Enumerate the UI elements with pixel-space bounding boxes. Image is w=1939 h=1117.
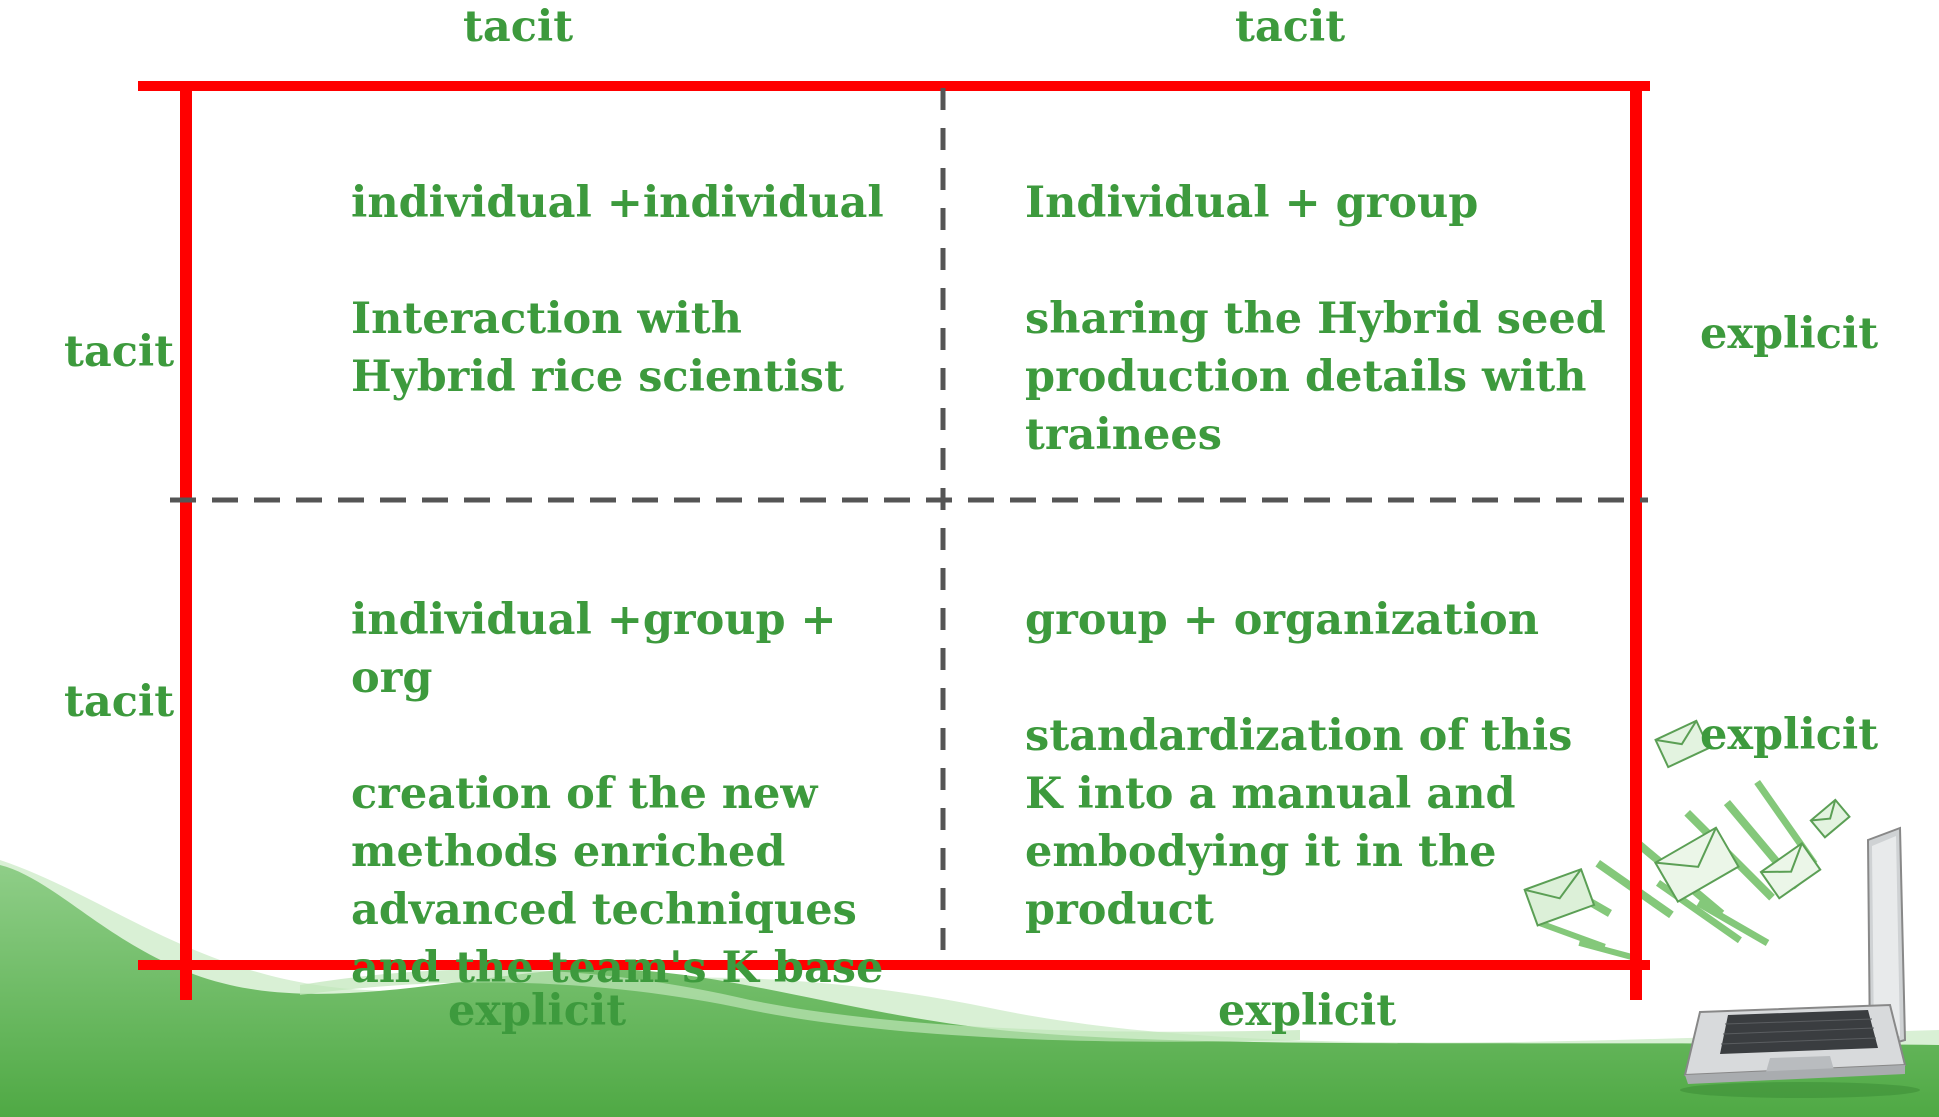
bottom-label-left: explicit: [448, 986, 627, 1036]
right-label-bottom: explicit: [1700, 710, 1879, 760]
quadrant-bottom-right-body: standardization of this K into a manual …: [1025, 711, 1573, 935]
quadrant-top-right: Individual + group sharing the Hybrid se…: [1025, 174, 1625, 464]
quadrant-bottom-right: group + organization standardization of …: [1025, 591, 1625, 939]
data-streaks: [1523, 719, 1851, 962]
quadrant-bottom-left-body: creation of the new methods enriched adv…: [351, 769, 884, 993]
quadrant-bottom-left: individual +group + org creation of the …: [351, 591, 931, 997]
quadrant-top-left: individual +individual Interaction with …: [351, 174, 911, 406]
wave-highlight: [300, 969, 1300, 1042]
left-label-top: tacit: [64, 327, 175, 377]
wave-main: [0, 865, 1939, 1117]
quadrant-top-left-body: Interaction with Hybrid rice scientist: [351, 294, 844, 402]
left-label-bottom: tacit: [64, 677, 175, 727]
quadrant-bottom-left-heading: individual +group + org: [351, 595, 837, 703]
quadrant-top-right-heading: Individual + group: [1025, 178, 1479, 228]
right-label-top: explicit: [1700, 309, 1879, 359]
laptop-icon: [1680, 826, 1920, 1098]
quadrant-top-right-body: sharing the Hybrid seed production detai…: [1025, 294, 1606, 460]
top-label-left: tacit: [463, 2, 574, 52]
top-label-right: tacit: [1235, 2, 1346, 52]
bottom-label-right: explicit: [1218, 986, 1397, 1036]
quadrant-top-left-heading: individual +individual: [351, 178, 884, 228]
quadrant-bottom-right-heading: group + organization: [1025, 595, 1539, 645]
